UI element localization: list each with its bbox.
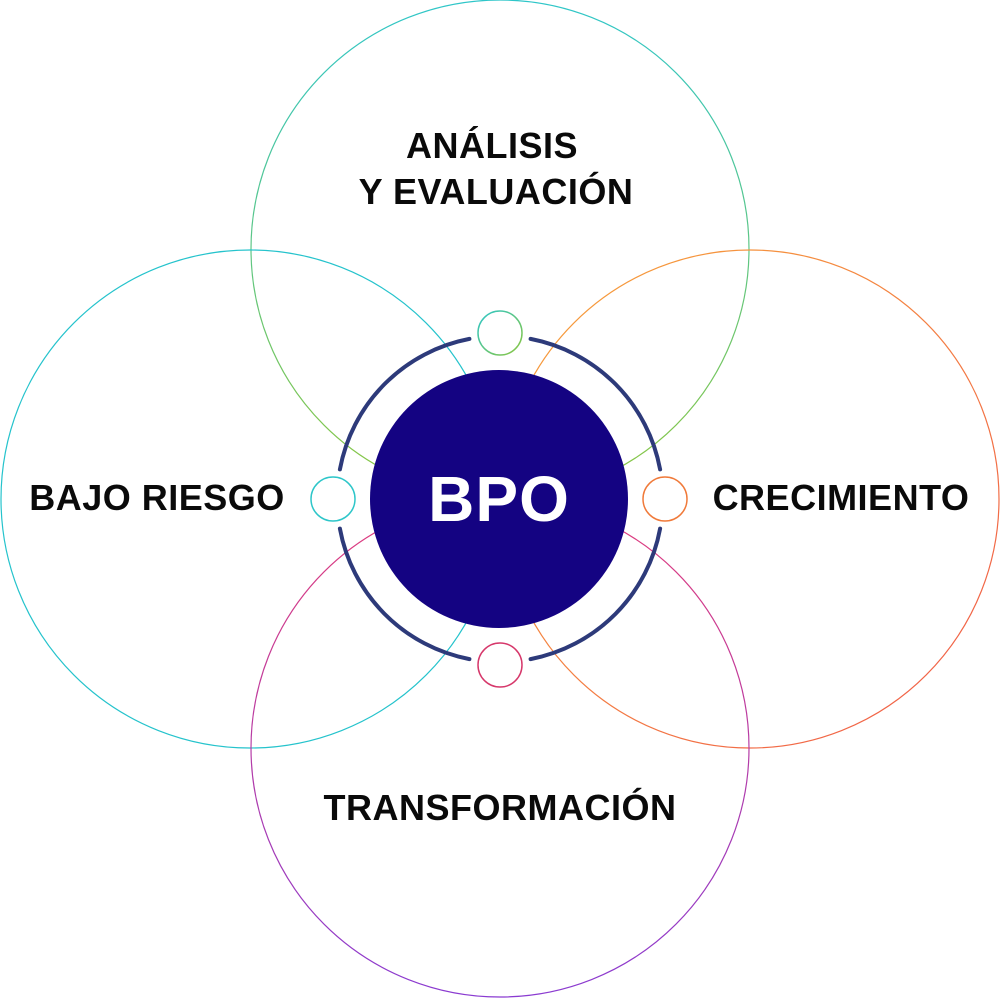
label-bottom: TRANSFORMACIÓN	[324, 786, 677, 828]
node-left	[310, 476, 356, 522]
ring-arc-bottom-left	[337, 526, 472, 662]
ring-arc-bottom-right	[528, 526, 663, 662]
label-left: BAJO RIESGO	[29, 477, 285, 518]
node-top	[477, 310, 523, 356]
ring-arc-top-left	[337, 336, 472, 472]
node-bottom	[477, 642, 523, 688]
center-label: BPO	[428, 463, 570, 535]
label-right: CRECIMIENTO	[713, 477, 970, 518]
ring-arc-top-right	[528, 336, 663, 472]
label-top-line-1: ANÁLISIS	[406, 125, 578, 166]
center-disc	[370, 370, 628, 628]
node-right	[642, 476, 688, 522]
center-ring	[337, 336, 663, 662]
label-top-line-2: Y EVALUACIÓN	[359, 170, 634, 212]
